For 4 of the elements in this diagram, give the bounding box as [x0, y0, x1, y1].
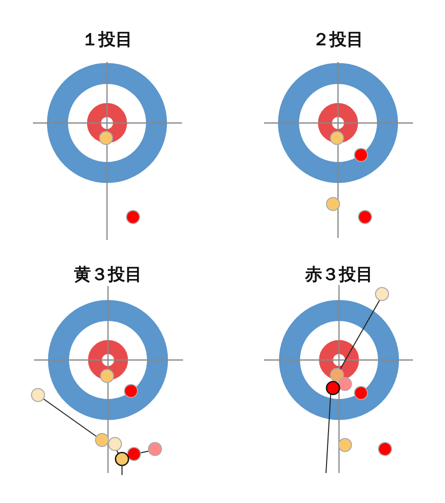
panel-title: 赤３投目: [305, 264, 373, 286]
panel-title: 黄３投目: [74, 264, 142, 286]
panel-title: ２投目: [312, 29, 364, 51]
panel-title: １投目: [82, 29, 132, 51]
